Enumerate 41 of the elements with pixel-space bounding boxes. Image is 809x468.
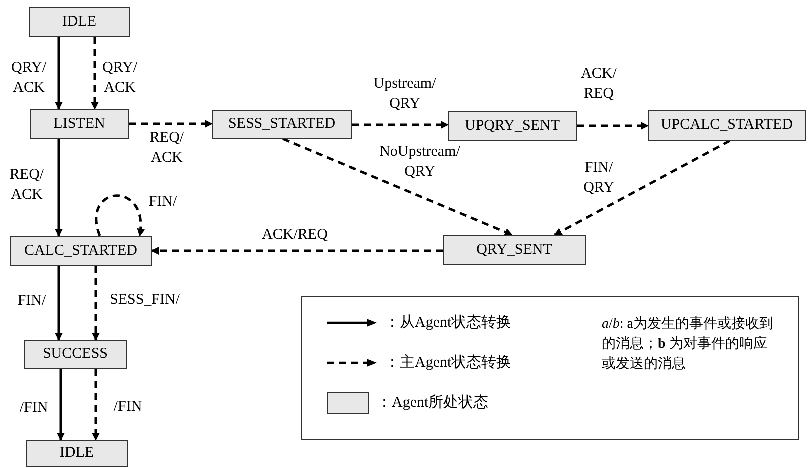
transition-arrow [92, 369, 100, 441]
transition-arrow [129, 120, 213, 128]
legend-text: ：从Agent状态转换 [385, 314, 512, 333]
edge-label: /FIN [18, 399, 50, 418]
edge-label: REQ/ ACK [148, 129, 186, 168]
notation-note: a/b: a为发生的事件或接收到的消息；b 为对事件的响应或发送的消息 [602, 315, 774, 374]
edge-label: FIN/ [16, 292, 48, 311]
edge-label: QRY/ ACK [101, 59, 138, 98]
transition-arrow [55, 266, 63, 341]
transition-arrow [55, 139, 63, 237]
transition-arrow [554, 140, 731, 236]
transition-arrow [282, 138, 513, 236]
edge-label: Upstream/ QRY [372, 75, 438, 114]
transition-arrow [577, 122, 649, 130]
state-box: UPQRY_SENT [448, 111, 577, 141]
transition-arrow [55, 37, 63, 110]
legend-text: ：主Agent状态转换 [385, 353, 512, 373]
edge-label: FIN/ [148, 193, 178, 212]
state-box: IDLE [26, 440, 128, 467]
state-box: SUCCESS [24, 340, 127, 369]
edge-label: ACK/REQ [261, 226, 329, 245]
state-box: LISTEN [30, 109, 129, 139]
edge-label: /FIN [112, 398, 144, 417]
edge-label: SESS_FIN/ [108, 291, 182, 310]
edge-label: NoUpstream/ QRY [378, 143, 462, 182]
state-box: CALC_STARTED [10, 236, 152, 266]
transition-arrow [352, 121, 449, 129]
transition-arrow [91, 37, 99, 110]
edge-label: QRY/ ACK [10, 59, 48, 98]
transition-arrow [57, 369, 65, 441]
edge-label: ACK/ REQ [580, 65, 618, 104]
edge-label: FIN/ QRY [582, 159, 616, 198]
state-box: IDLE [29, 7, 130, 37]
transition-arrow [95, 194, 144, 237]
edge-label: REQ/ ACK [8, 166, 46, 205]
transition-arrow [151, 247, 443, 255]
state-box: QRY_SENT [443, 235, 586, 265]
state-box: SESS_STARTED [212, 110, 352, 139]
state-box: UPCALC_STARTED [648, 110, 806, 141]
transition-arrow [92, 266, 100, 341]
legend-text: ：Agent所处状态 [377, 394, 489, 413]
